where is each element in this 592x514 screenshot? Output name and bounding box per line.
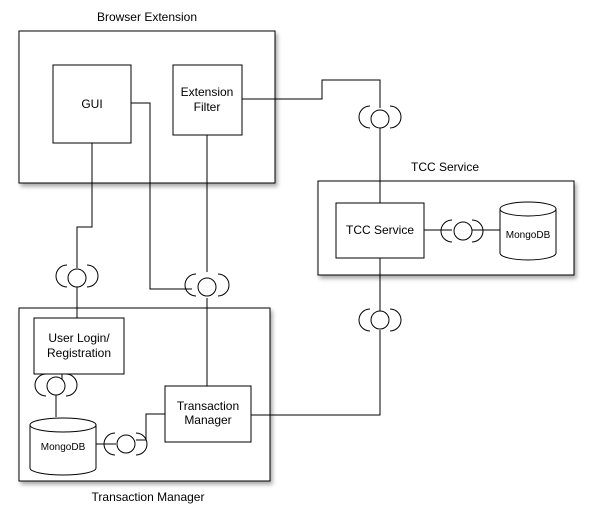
component-tcc-service xyxy=(335,202,425,259)
component-label-transaction-manager-line2: Manager xyxy=(184,413,231,427)
container-label-browser-extension: Browser Extension xyxy=(97,10,197,24)
link-interface-to-transaction-manager xyxy=(136,413,165,441)
interface-socket-tm-mongodb-icon xyxy=(103,432,148,456)
component-extension-filter xyxy=(172,64,243,136)
component-label-extension-filter-line1: Extension xyxy=(181,85,234,99)
interface-socket-tcc-upper-icon xyxy=(358,105,402,129)
component-label-tcc-service: TCC Service xyxy=(346,223,414,237)
component-label-user-login-line2: Registration xyxy=(47,346,111,360)
component-user-login xyxy=(33,317,125,375)
connection-lines xyxy=(55,79,500,445)
interface-socket-tm-icon xyxy=(184,273,230,297)
component-label-extension-filter-line2: Filter xyxy=(194,100,221,114)
database-tcc-mongodb xyxy=(499,201,557,261)
interface-socket-tcc-mongodb-icon xyxy=(440,219,484,243)
link-gui-to-tm-interface xyxy=(131,102,192,290)
interface-socket-tcc-lower-icon xyxy=(358,308,402,332)
container-label-transaction-manager: Transaction Manager xyxy=(92,490,205,504)
container-label-tcc-service: TCC Service xyxy=(411,160,479,174)
link-gui-to-login xyxy=(76,143,93,268)
component-label-transaction-manager-line1: Transaction xyxy=(177,399,239,413)
component-label-gui: GUI xyxy=(81,97,102,111)
interface-socket-login-mongodb-icon xyxy=(34,373,78,397)
database-label-tcc-mongodb: MongoDB xyxy=(506,230,551,241)
database-label-tm-mongodb: MongoDB xyxy=(41,442,86,453)
component-gui xyxy=(52,64,132,144)
component-label-user-login-line1: User Login/ xyxy=(48,331,110,345)
link-filter-to-tcc-interface xyxy=(242,79,381,108)
database-tm-mongodb xyxy=(29,417,97,476)
component-transaction-manager xyxy=(164,385,252,443)
interface-socket-login-icon xyxy=(55,264,99,288)
link-lower-interface-to-tm xyxy=(251,330,381,416)
